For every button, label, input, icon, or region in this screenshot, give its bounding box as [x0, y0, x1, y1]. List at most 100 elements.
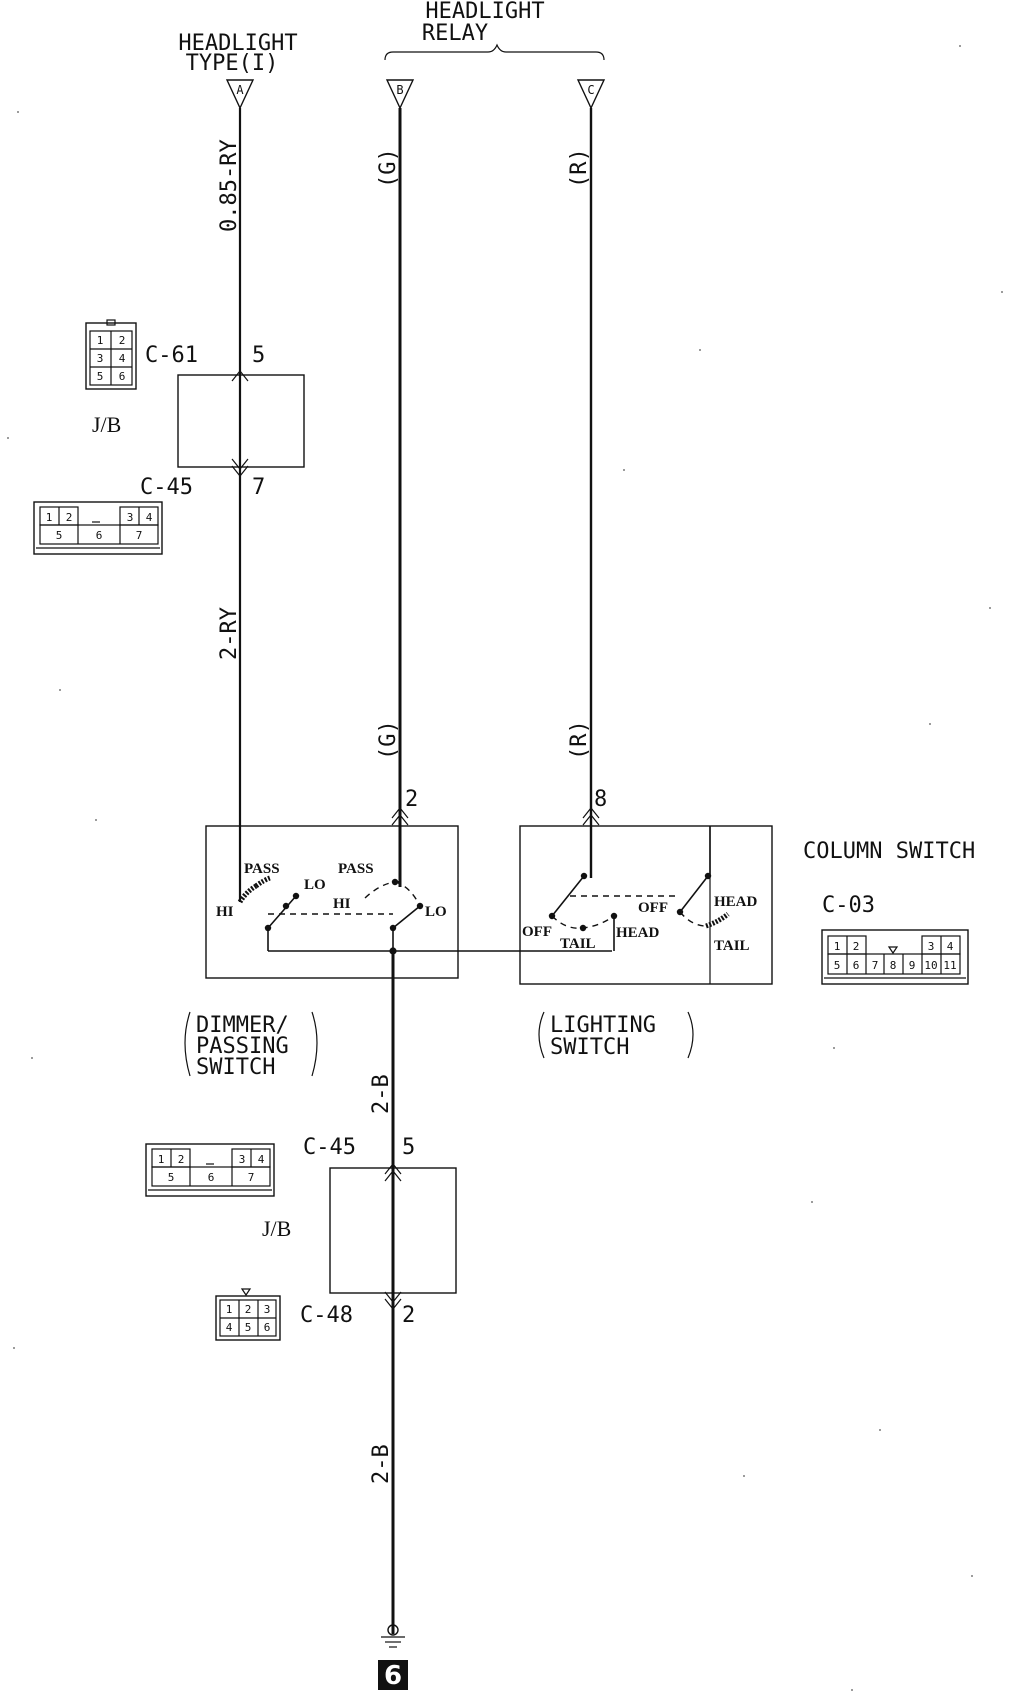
scan-noise — [7, 45, 1003, 1691]
c03-pin2-arrow-2 — [391, 814, 409, 826]
svg-text:6: 6 — [96, 529, 103, 542]
svg-text:4: 4 — [226, 1321, 233, 1334]
pin-c03-2: 2 — [405, 787, 418, 812]
ground-ref-number: 6 — [384, 1661, 402, 1691]
terminal-a: A — [225, 79, 255, 110]
pin-c61-5: 5 — [252, 343, 265, 368]
svg-text:2: 2 — [178, 1153, 185, 1166]
svg-text:8: 8 — [890, 959, 897, 972]
svg-text:7: 7 — [872, 959, 879, 972]
connector-c45-lower-label: C-45 — [303, 1135, 356, 1160]
junction-block-lower — [329, 1167, 457, 1294]
connector-face-c48: 1 2 3 4 5 6 — [215, 1288, 281, 1341]
svg-text:2: 2 — [245, 1303, 252, 1316]
svg-text:4: 4 — [258, 1153, 265, 1166]
svg-text:1: 1 — [97, 334, 104, 347]
svg-text:SWITCH: SWITCH — [550, 1035, 629, 1060]
svg-text:A: A — [236, 83, 244, 97]
svg-text:3: 3 — [928, 940, 935, 953]
jb-upper-in-arrow — [231, 370, 249, 382]
wire-a-bottom-label: 2-RY — [217, 607, 242, 660]
pin-c45-5: 5 — [402, 1135, 415, 1160]
svg-text:6: 6 — [853, 959, 860, 972]
lighting-head-left: HEAD — [616, 925, 660, 941]
lighting-switch-caption: LIGHTING SWITCH — [538, 1011, 694, 1060]
svg-text:3: 3 — [264, 1303, 271, 1316]
ground-wire-upper-label: 2-B — [369, 1074, 394, 1114]
svg-text:PASSING: PASSING — [196, 1034, 289, 1059]
jb-lower-in-arrow-2 — [384, 1170, 402, 1182]
svg-text:2: 2 — [853, 940, 860, 953]
svg-text:LIGHTING: LIGHTING — [550, 1013, 656, 1038]
headlight-type-label-1: HEADLIGHT — [178, 31, 297, 56]
lighting-off-left: OFF — [522, 924, 552, 940]
c03-pin2-arrow — [391, 807, 409, 819]
ground-ref-badge — [378, 1660, 408, 1690]
lighting-tail-left: TAIL — [560, 936, 596, 952]
svg-text:1: 1 — [834, 940, 841, 953]
ground-icon — [381, 1624, 405, 1648]
headlight-relay-label-2: RELAY — [422, 21, 488, 46]
svg-text:11: 11 — [943, 959, 956, 972]
jb-lower-out-arrow-2 — [384, 1298, 402, 1310]
svg-text:6: 6 — [264, 1321, 271, 1334]
lighting-head-right: HEAD — [714, 894, 758, 910]
svg-text:4: 4 — [146, 511, 153, 524]
c03-pin8-arrow — [582, 807, 600, 819]
svg-text:SWITCH: SWITCH — [196, 1055, 275, 1080]
lighting-off-right: OFF — [638, 900, 668, 916]
svg-text:3: 3 — [127, 511, 134, 524]
svg-text:DIMMER/: DIMMER/ — [196, 1013, 289, 1038]
pin-c45-7: 7 — [252, 475, 265, 500]
dimmer-lo-left: LO — [304, 877, 326, 893]
connector-c48-label: C-48 — [300, 1303, 353, 1328]
wire-c-bottom-label: (R) — [567, 720, 592, 760]
svg-text:7: 7 — [136, 529, 143, 542]
jb-upper-out-arrow — [231, 465, 249, 477]
jb-lower-out-arrow — [384, 1291, 402, 1303]
svg-text:2: 2 — [66, 511, 73, 524]
dimmer-switch-caption: DIMMER/ PASSING SWITCH — [184, 1011, 318, 1080]
svg-text:6: 6 — [208, 1171, 215, 1184]
connector-face-c03: 1 2 3 4 5 6 7 8 9 10 11 — [821, 929, 969, 985]
svg-text:1: 1 — [46, 511, 53, 524]
terminal-b: B — [385, 79, 415, 110]
wire-c-top-label: (R) — [567, 148, 592, 188]
dimmer-pass-right: PASS — [338, 861, 374, 877]
svg-text:5: 5 — [834, 959, 841, 972]
svg-text:5: 5 — [97, 370, 104, 383]
svg-text:5: 5 — [168, 1171, 175, 1184]
dimmer-switch-circuit — [237, 875, 612, 955]
lighting-switch-circuit — [548, 820, 730, 951]
ground-wire-lower-label: 2-B — [369, 1444, 394, 1484]
connector-face-c61: 1 2 3 4 5 6 — [85, 319, 137, 390]
pin-c48-2: 2 — [402, 1303, 415, 1328]
svg-text:1: 1 — [158, 1153, 165, 1166]
dimmer-pass-left: PASS — [244, 861, 280, 877]
lighting-switch-box — [519, 825, 773, 985]
junction-block-lower-label: J/B — [262, 1216, 291, 1241]
wire-a-top-label: 0.85-RY — [217, 139, 242, 232]
svg-text:5: 5 — [245, 1321, 252, 1334]
svg-text:B: B — [396, 83, 403, 97]
column-switch-label: COLUMN SWITCH — [803, 839, 975, 864]
svg-text:6: 6 — [119, 370, 126, 383]
dimmer-hi-left: HI — [216, 904, 234, 920]
terminal-c: C — [576, 79, 606, 110]
lighting-tail-right: TAIL — [714, 938, 750, 954]
headlight-relay-label-1: HEADLIGHT — [425, 0, 544, 24]
connector-face-c45-upper: 1 2 3 4 5 6 7 — [33, 501, 163, 555]
connector-c03-label: C-03 — [822, 893, 875, 918]
svg-text:1: 1 — [226, 1303, 233, 1316]
junction-block-upper-label: J/B — [92, 412, 121, 437]
jb-upper-out-arrow-2 — [231, 458, 249, 470]
svg-text:5: 5 — [56, 529, 63, 542]
headlight-type-label-2: TYPE(I) — [186, 51, 279, 76]
dimmer-lo-right: LO — [425, 904, 447, 920]
c03-pin8-arrow-2 — [582, 814, 600, 826]
wire-b-bottom-label: (G) — [376, 720, 401, 760]
svg-text:4: 4 — [947, 940, 954, 953]
dimmer-switch-box — [205, 825, 459, 979]
svg-text:10: 10 — [924, 959, 937, 972]
